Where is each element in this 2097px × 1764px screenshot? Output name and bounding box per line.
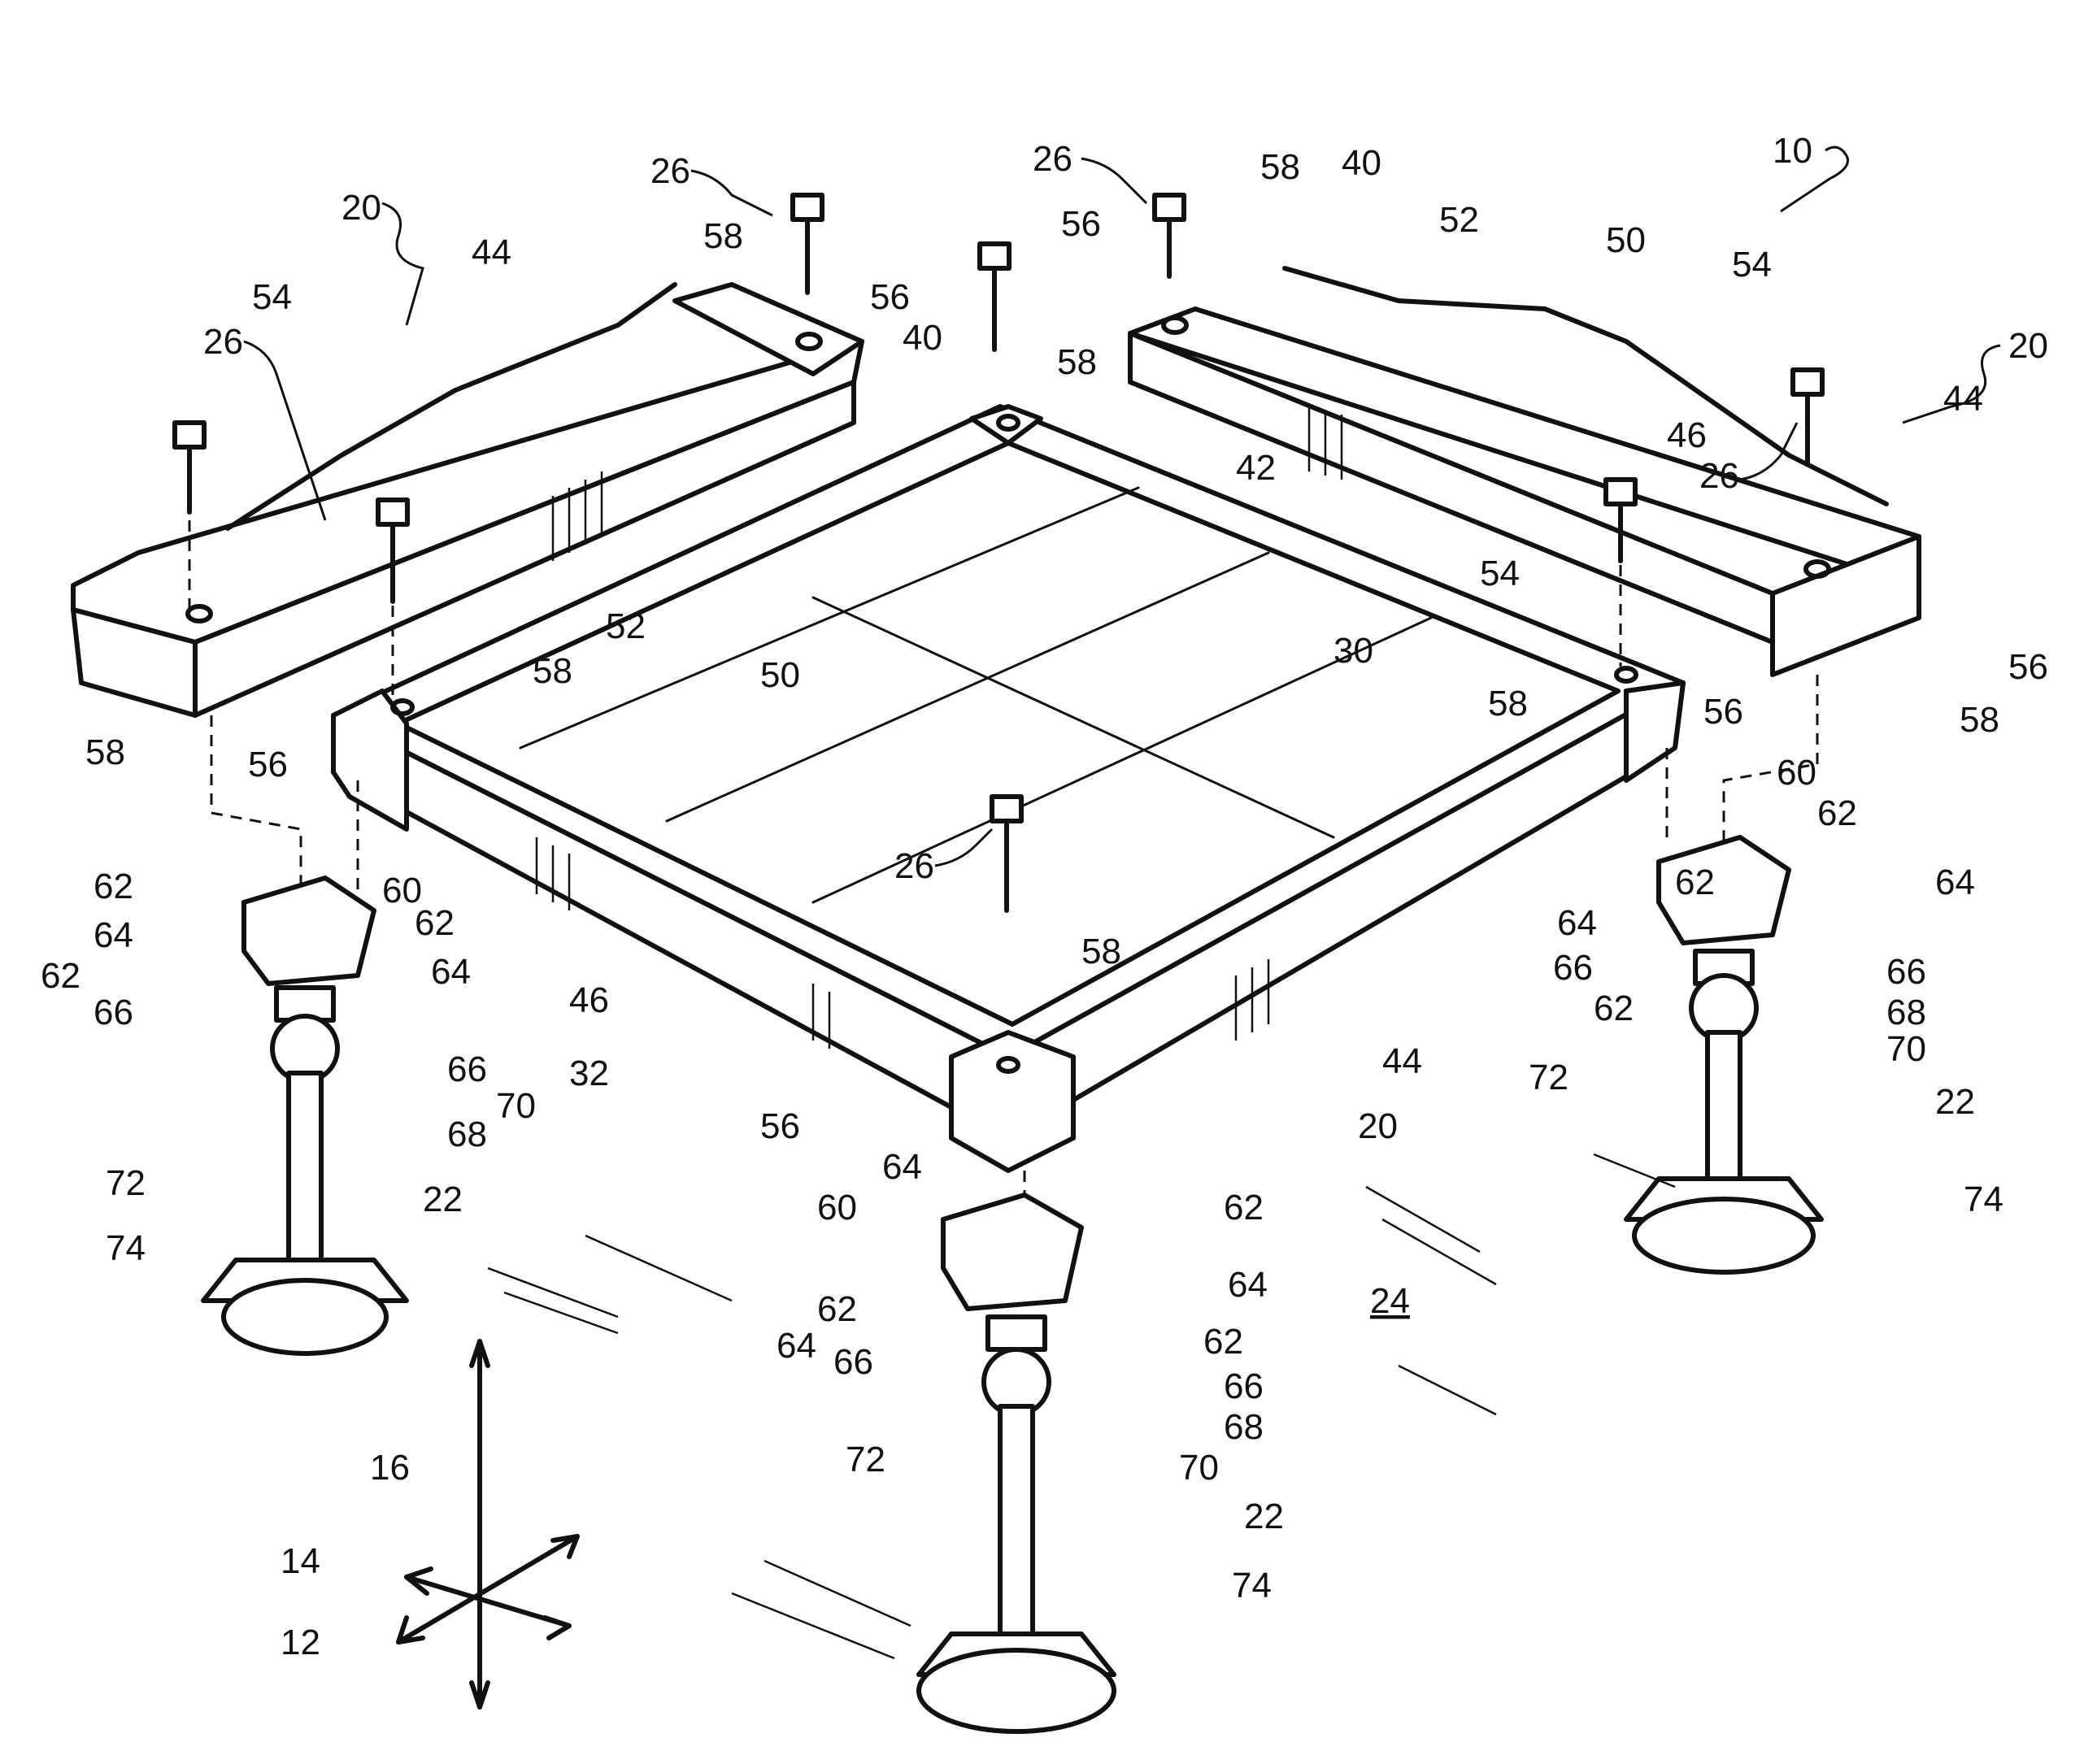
ref-label: 74 [1964, 1180, 2003, 1219]
axis-indicator [398, 1341, 577, 1707]
ref-label: 62 [94, 867, 133, 906]
ref-label: 64 [1228, 1265, 1268, 1305]
ref-label: 16 [370, 1448, 410, 1488]
ref-label: 58 [1057, 342, 1097, 382]
ref-label: 66 [1886, 952, 1926, 992]
ref-label: 44 [1943, 379, 1983, 419]
ref-label: 66 [833, 1342, 873, 1382]
ref-label: 62 [1594, 988, 1634, 1028]
ref-label: 50 [1606, 220, 1646, 260]
ref-label: 68 [447, 1114, 487, 1154]
ref-label: 26 [1033, 139, 1072, 179]
ref-label: 54 [1732, 245, 1772, 285]
ref-label: 58 [1960, 700, 1999, 740]
ref-label: 40 [903, 318, 942, 358]
ref-label: 74 [1232, 1566, 1272, 1605]
ref-label: 58 [1488, 684, 1528, 723]
ref-label: 56 [1061, 204, 1101, 244]
bolt [1155, 195, 1184, 276]
ref-label: 70 [1886, 1029, 1926, 1069]
ref-label: 56 [248, 745, 288, 784]
ref-label: 62 [1675, 862, 1715, 902]
ref-label: 22 [423, 1180, 463, 1219]
ref-label: 22 [1244, 1497, 1284, 1536]
ref-label: 46 [1667, 415, 1707, 455]
ref-label: 62 [1817, 793, 1857, 833]
ref-label: 60 [382, 871, 422, 910]
pedestal-right [1626, 837, 1821, 1272]
ref-label: 64 [882, 1147, 922, 1187]
ref-label: 62 [817, 1289, 857, 1329]
ref-label: 62 [41, 956, 80, 996]
ref-label: 72 [1529, 1058, 1568, 1097]
ref-label: 62 [1203, 1322, 1243, 1362]
ref-label: 14 [281, 1541, 320, 1581]
ref-label: 56 [1703, 692, 1743, 732]
bolt [175, 423, 204, 512]
ref-label-underlined: 24 [1370, 1281, 1410, 1321]
ref-label: 66 [447, 1049, 487, 1089]
ref-label: 74 [106, 1228, 146, 1268]
ref-label: 56 [760, 1106, 800, 1146]
ref-label: 70 [496, 1086, 536, 1126]
ref-label: 22 [1935, 1082, 1975, 1122]
ref-label: 58 [1260, 147, 1300, 187]
ref-label: 68 [1224, 1407, 1264, 1447]
ref-label: 26 [203, 322, 243, 362]
ref-label: 60 [817, 1188, 857, 1227]
ref-label: 66 [94, 993, 133, 1032]
ref-label: 64 [431, 952, 471, 992]
bolt [793, 195, 822, 293]
ref-label: 64 [94, 915, 133, 955]
ref-label: 26 [650, 151, 690, 191]
ref-label: 12 [281, 1623, 320, 1662]
ref-label: 58 [703, 216, 743, 256]
ref-label: 64 [1557, 903, 1597, 943]
ref-label: 68 [1886, 993, 1926, 1032]
ref-label: 20 [1358, 1106, 1398, 1146]
ref-label: 64 [777, 1326, 816, 1366]
pedestal-center [919, 1195, 1114, 1731]
ref-label: 44 [1382, 1041, 1422, 1081]
ref-label: 46 [569, 980, 609, 1020]
ref-label: 20 [2008, 326, 2048, 366]
ref-label: 50 [760, 655, 800, 695]
ref-label: 70 [1179, 1448, 1219, 1488]
ref-label: 26 [1699, 456, 1739, 496]
ref-label: 54 [252, 277, 292, 317]
ref-label: 66 [1553, 948, 1593, 988]
ref-label: 56 [2008, 647, 2048, 687]
ref-label: 20 [342, 188, 381, 228]
bolt [980, 244, 1009, 350]
ref-label: 58 [1081, 932, 1121, 971]
pedestal-left [203, 878, 407, 1353]
ref-label: 64 [1935, 862, 1975, 902]
ref-label: 10 [1773, 131, 1812, 171]
ref-label: 58 [533, 651, 572, 691]
ref-label: 30 [1333, 631, 1373, 671]
bolt [1793, 370, 1822, 463]
ref-label: 72 [846, 1440, 885, 1479]
ref-label: 44 [472, 232, 511, 272]
ref-label: 58 [85, 732, 125, 772]
ref-label: 42 [1236, 448, 1276, 488]
ref-label: 32 [569, 1054, 609, 1093]
ref-label: 40 [1342, 143, 1381, 183]
ref-label: 72 [106, 1163, 146, 1203]
ref-label: 60 [1777, 753, 1816, 793]
ref-label: 54 [1480, 554, 1520, 593]
ref-label: 52 [606, 606, 646, 646]
ref-label: 62 [1224, 1188, 1264, 1227]
ref-label: 66 [1224, 1366, 1264, 1406]
ref-label: 52 [1439, 200, 1479, 240]
ref-label: 56 [870, 277, 910, 317]
ref-label: 26 [894, 846, 934, 886]
